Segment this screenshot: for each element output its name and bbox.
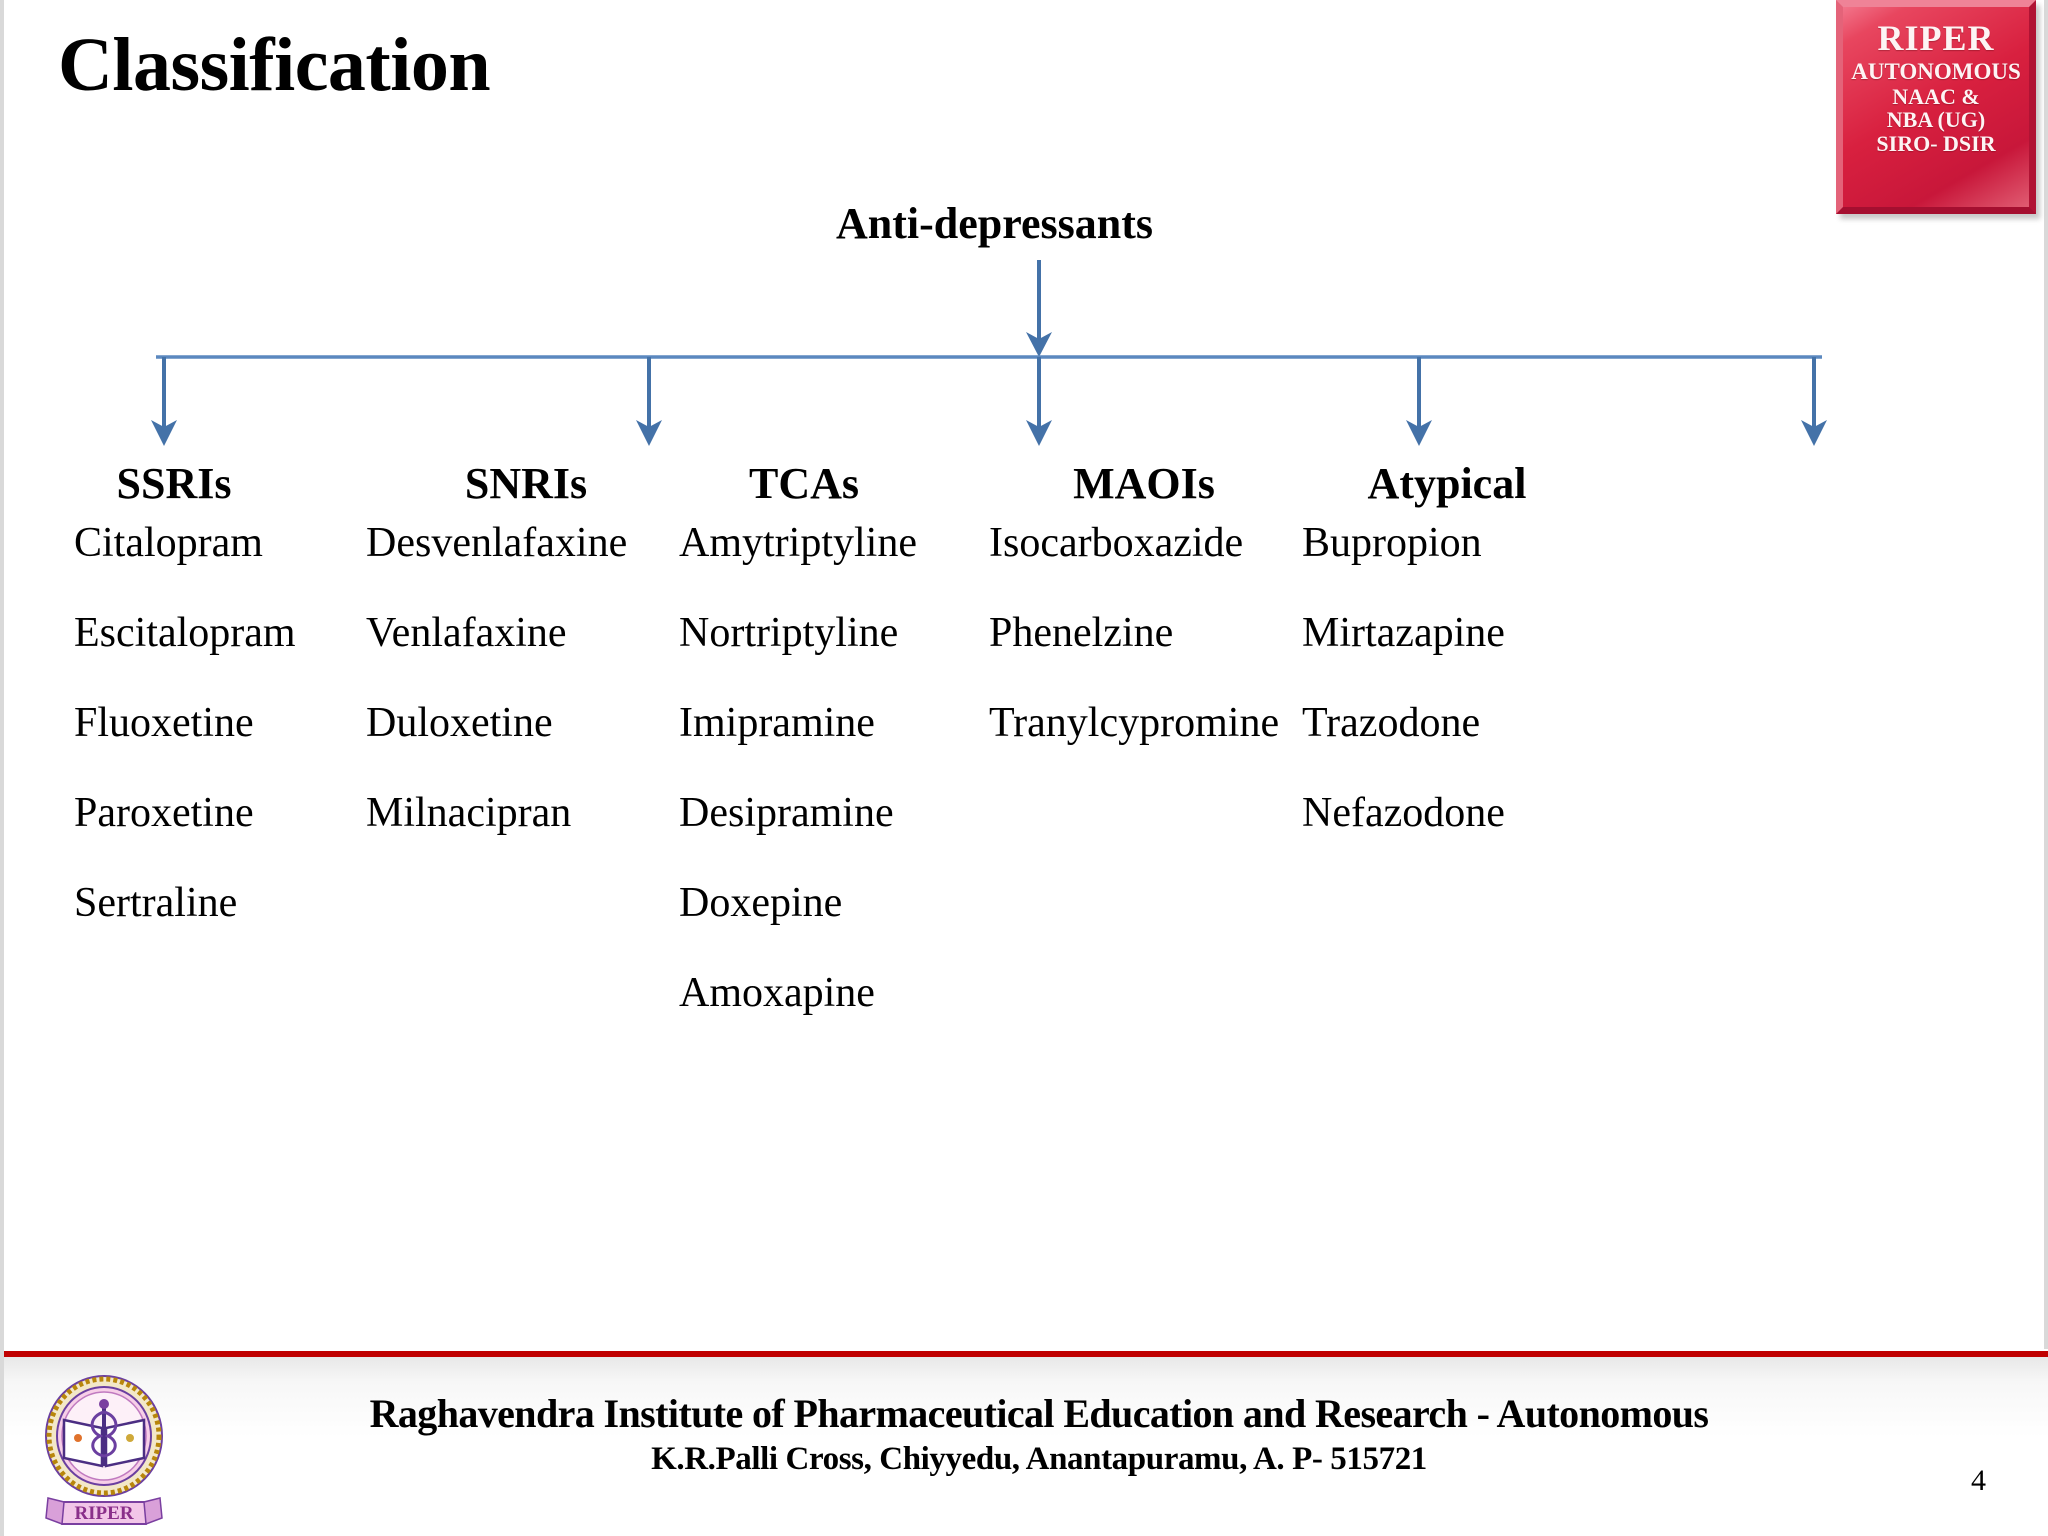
column-ssris: SSRIs Citalopram Escitalopram Fluoxetine… bbox=[74, 462, 434, 972]
list-item: Escitalopram bbox=[74, 610, 296, 656]
list-item: Mirtazapine bbox=[1302, 610, 1505, 656]
riper-badge-line-4: NBA (UG) bbox=[1886, 107, 1986, 133]
column-items-maois: Isocarboxazide Phenelzine Tranylcypromin… bbox=[989, 522, 1389, 744]
column-atypical: Atypical Bupropion Mirtazapine Trazodone… bbox=[1302, 462, 1632, 882]
list-item: Nortriptyline bbox=[679, 610, 899, 656]
list-item: Paroxetine bbox=[74, 790, 254, 836]
footer-band bbox=[4, 1357, 2048, 1536]
riper-badge: RIPER AUTONOMOUS NAAC & NBA (UG) SIRO- D… bbox=[1836, 0, 2036, 214]
column-header-maois: MAOIs bbox=[1073, 459, 1215, 508]
column-tcas: TCAs Amytriptyline Nortriptyline Imipram… bbox=[679, 462, 1039, 1062]
slide-number: 4 bbox=[1971, 1464, 1986, 1497]
footer-address: K.R.Palli Cross, Chiyyedu, Anantapuramu,… bbox=[651, 1441, 1427, 1478]
riper-badge-line-2: AUTONOMOUS bbox=[1851, 58, 2021, 84]
diagram-root-label: Anti-depressants bbox=[836, 199, 1154, 248]
list-item: Isocarboxazide bbox=[989, 520, 1244, 566]
list-item: Amytriptyline bbox=[679, 520, 917, 566]
list-item: Nefazodone bbox=[1302, 790, 1505, 836]
list-item: Doxepine bbox=[679, 880, 843, 926]
svg-text:RIPER: RIPER bbox=[74, 1503, 133, 1524]
column-header-snris: SNRIs bbox=[464, 459, 588, 508]
list-item: Desipramine bbox=[679, 790, 894, 836]
riper-badge-line-1: RIPER bbox=[1877, 18, 1995, 58]
classification-diagram: Anti-depressants SSRIs bbox=[4, 0, 2048, 1100]
column-items-atypical: Bupropion Mirtazapine Trazodone Nefazodo… bbox=[1302, 522, 1632, 834]
column-header-tcas: TCAs bbox=[748, 459, 860, 508]
footer-divider bbox=[4, 1349, 2048, 1357]
riper-badge-line-5: SIRO- DSIR bbox=[1876, 131, 1996, 157]
list-item: Amoxapine bbox=[679, 970, 875, 1016]
column-items-tcas: Amytriptyline Nortriptyline Imipramine D… bbox=[679, 522, 1039, 1014]
list-item: Imipramine bbox=[679, 700, 875, 746]
column-snris: SNRIs Desvenlafaxine Venlafaxine Duloxet… bbox=[366, 462, 756, 882]
list-item: Venlafaxine bbox=[366, 610, 567, 656]
footer-text: Raghavendra Institute of Pharmaceutical … bbox=[179, 1392, 1899, 1479]
column-items-snris: Desvenlafaxine Venlafaxine Duloxetine Mi… bbox=[366, 522, 756, 834]
riper-badge-line-3: NAAC & bbox=[1892, 83, 1980, 109]
list-item: Desvenlafaxine bbox=[366, 520, 628, 566]
list-item: Duloxetine bbox=[366, 700, 553, 746]
list-item: Citalopram bbox=[74, 520, 263, 566]
column-header-ssris: SSRIs bbox=[116, 459, 232, 508]
column-items-ssris: Citalopram Escitalopram Fluoxetine Parox… bbox=[74, 522, 434, 924]
footer-institution: Raghavendra Institute of Pharmaceutical … bbox=[369, 1391, 1709, 1436]
list-item: Tranylcypromine bbox=[989, 700, 1280, 746]
list-item: Trazodone bbox=[1302, 700, 1481, 746]
riper-crest-icon: RIPER bbox=[45, 1375, 163, 1526]
list-item: Sertraline bbox=[74, 880, 238, 926]
column-maois: MAOIs Isocarboxazide Phenelzine Tranylcy… bbox=[989, 462, 1389, 792]
page-title: Classification bbox=[58, 23, 491, 107]
list-item: Phenelzine bbox=[989, 610, 1174, 656]
diagram-connectors bbox=[151, 260, 1827, 446]
list-item: Milnacipran bbox=[366, 790, 572, 836]
list-item: Bupropion bbox=[1302, 520, 1482, 566]
column-header-atypical: Atypical bbox=[1367, 459, 1527, 508]
list-item: Fluoxetine bbox=[74, 700, 254, 746]
